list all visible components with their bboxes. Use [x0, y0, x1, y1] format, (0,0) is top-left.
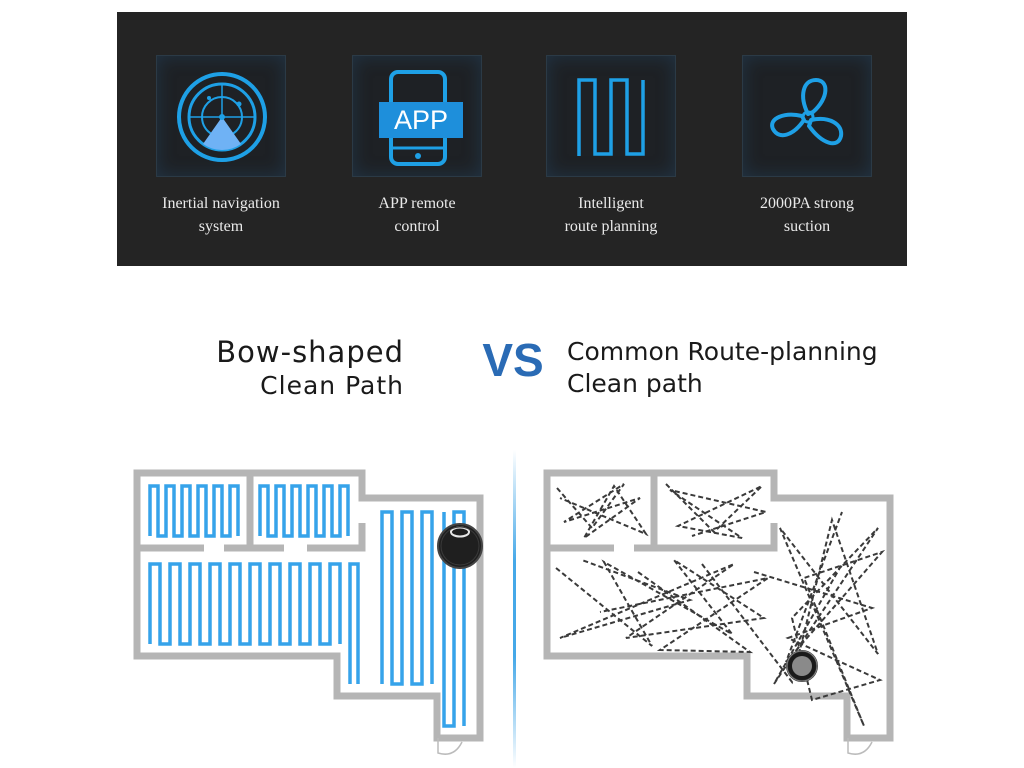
dashed-random-path: [555, 483, 886, 727]
route-path-icon: [577, 78, 645, 156]
divider-line: [513, 450, 516, 768]
feature-banner: Inertial navigation system APP APP remot…: [117, 12, 907, 266]
feature-tile: APP: [352, 55, 482, 177]
feature-tile: [546, 55, 676, 177]
blue-bow-path: [148, 484, 466, 728]
tablet-app-icon: [379, 70, 463, 166]
feature-label: APP remote control: [378, 195, 456, 235]
door-icon: [847, 738, 873, 755]
feature-label: Inertial navigation system: [162, 195, 280, 235]
common-route-heading: Common Route-planning Clean path: [567, 336, 878, 400]
door-icon: [437, 738, 463, 755]
feature-tile: [156, 55, 286, 177]
feature-label: Intelligent route planning: [564, 195, 658, 235]
heading-line: Clean path: [567, 369, 703, 398]
heading-line: Bow-shaped: [216, 335, 404, 369]
heading-line: Clean Path: [260, 371, 404, 400]
app-badge-label: APP: [393, 105, 449, 135]
feature-inertial-navigation: Inertial navigation system: [121, 12, 321, 266]
radar-icon: [177, 72, 267, 162]
feature-label: 2000PA strong suction: [759, 195, 855, 235]
fan-icon: [770, 78, 844, 146]
vs-label: VS: [482, 334, 544, 386]
bow-shaped-heading: Bow-shaped Clean Path: [216, 334, 404, 402]
feature-app-control: APP APP remote control: [317, 12, 517, 266]
floor-plan-walls: [133, 469, 484, 742]
bow-shaped-path-map: [133, 469, 484, 755]
feature-route-planning: Intelligent route planning: [511, 12, 711, 266]
robot-vacuum-icon: [786, 650, 818, 682]
common-route-path-map: [543, 469, 894, 755]
heading-line: Common Route-planning: [567, 337, 878, 366]
robot-vacuum-icon: [437, 523, 483, 569]
feature-tile: [742, 55, 872, 177]
feature-suction: 2000PA strong suction: [707, 12, 907, 266]
floor-plan-walls: [543, 469, 894, 742]
